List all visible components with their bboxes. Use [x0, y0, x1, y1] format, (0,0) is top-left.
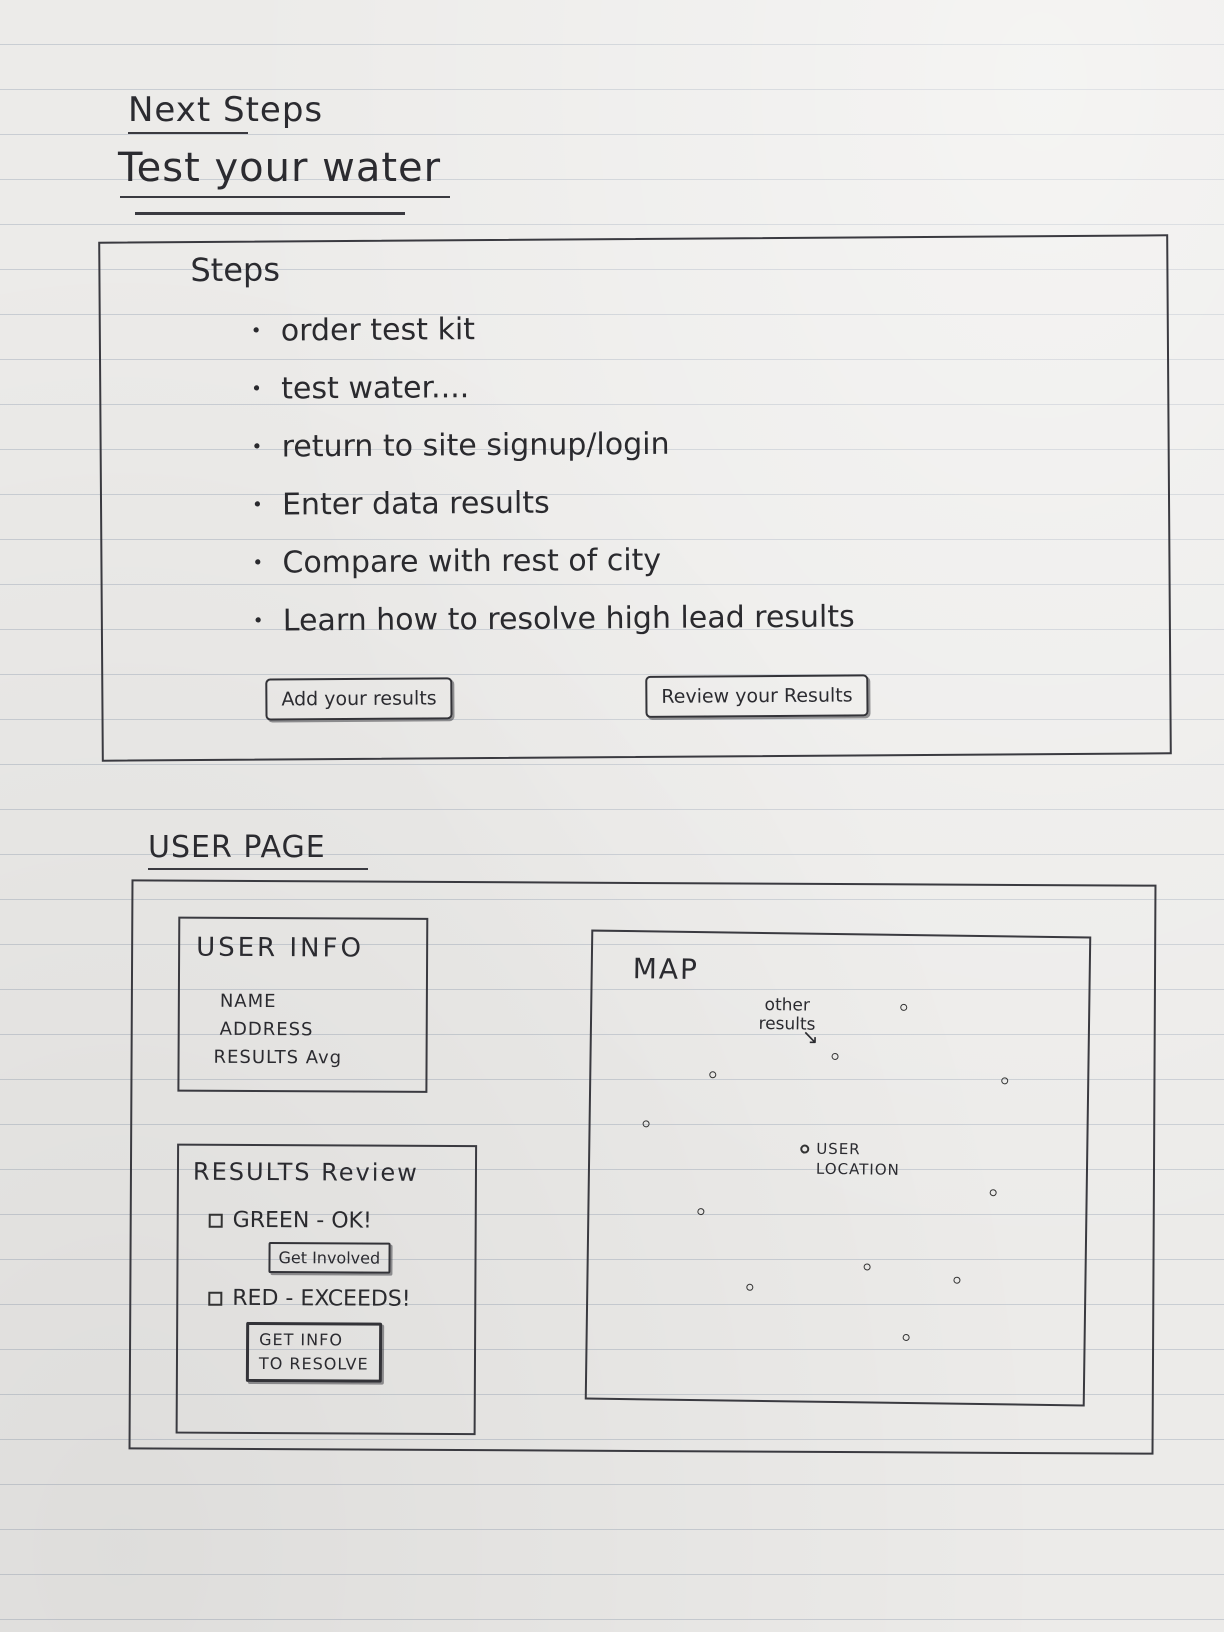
test-water-heading: Test your water: [118, 145, 442, 191]
user-location-marker[interactable]: [800, 1144, 810, 1154]
user-info-title: USER INFO: [196, 932, 365, 964]
user-page-underline: [148, 868, 368, 870]
results-review-box: RESULTS Review GREEN - OK! Get Involved …: [175, 1143, 478, 1436]
review-results-button[interactable]: Review your Results: [645, 674, 869, 718]
step-item: order test kit: [251, 298, 853, 360]
resolve-button-line1: GET INFO: [259, 1329, 343, 1350]
add-results-button[interactable]: Add your results: [265, 677, 453, 721]
map-title: MAP: [632, 952, 700, 987]
user-location-label: USER LOCATION: [815, 1139, 900, 1179]
user-page-heading: USER PAGE: [148, 830, 326, 865]
user-name-field: NAME: [219, 990, 277, 1013]
green-result-row[interactable]: GREEN - OK!: [208, 1207, 372, 1234]
results-review-title: RESULTS Review: [192, 1157, 419, 1187]
resolve-button-line2: TO RESOLVE: [258, 1353, 369, 1374]
map-result-marker[interactable]: [709, 1071, 717, 1079]
step-item: return to site signup/login: [251, 414, 853, 476]
steps-list: order test kit test water.... return to …: [251, 298, 855, 650]
green-checkbox[interactable]: [208, 1213, 223, 1228]
steps-title: Steps: [190, 250, 281, 290]
step-item: Compare with rest of city: [252, 530, 854, 592]
next-steps-heading: Next Steps: [128, 90, 324, 130]
red-checkbox[interactable]: [208, 1291, 223, 1306]
user-address-field: ADDRESS: [219, 1018, 314, 1041]
map-result-marker[interactable]: [831, 1052, 839, 1061]
map-result-marker[interactable]: [989, 1189, 997, 1197]
red-result-row[interactable]: RED - EXCEEDS!: [208, 1285, 411, 1312]
map-result-marker[interactable]: [863, 1263, 871, 1271]
user-page-panel: USER INFO NAME ADDRESS RESULTS Avg RESUL…: [128, 879, 1157, 1455]
map-result-marker[interactable]: [953, 1276, 961, 1284]
map-result-marker[interactable]: [900, 1003, 908, 1011]
results-avg-field: RESULTS Avg: [213, 1046, 343, 1069]
map-result-marker[interactable]: [1001, 1077, 1009, 1085]
test-water-underline-second: [135, 212, 405, 215]
green-label: GREEN - OK!: [232, 1207, 372, 1234]
get-involved-button[interactable]: Get Involved: [268, 1242, 391, 1274]
map-result-marker[interactable]: [642, 1120, 650, 1128]
test-water-underline: [120, 196, 450, 198]
map-result-marker[interactable]: [697, 1208, 705, 1216]
next-steps-underline: [128, 132, 248, 134]
step-item: Learn how to resolve high lead results: [253, 588, 855, 650]
red-label: RED - EXCEEDS!: [232, 1285, 411, 1312]
user-info-box: USER INFO NAME ADDRESS RESULTS Avg: [177, 916, 429, 1093]
step-item: test water....: [251, 356, 853, 418]
map-result-marker[interactable]: [746, 1283, 754, 1291]
step-item: Enter data results: [252, 472, 854, 534]
map-result-marker[interactable]: [902, 1333, 910, 1342]
steps-panel: Steps order test kit test water.... retu…: [98, 234, 1172, 762]
other-results-arrow-icon: ↘: [801, 1024, 819, 1049]
map-box[interactable]: MAP other results ↘ USER LOCATION: [584, 929, 1092, 1407]
other-results-label: other results: [758, 994, 816, 1035]
get-info-to-resolve-button[interactable]: GET INFO TO RESOLVE: [245, 1321, 382, 1383]
